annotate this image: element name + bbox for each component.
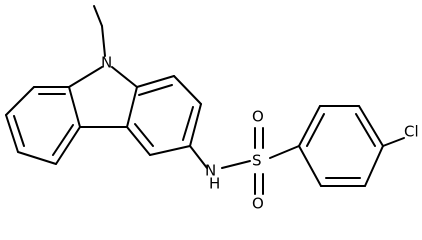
oxygen-top-label: O bbox=[252, 108, 264, 126]
chlorophenyl-double-2 bbox=[355, 113, 376, 147]
right-ring-bond-3 bbox=[189, 103, 202, 147]
hydrogen-label: H bbox=[209, 175, 220, 193]
oxygen-bottom-label: O bbox=[252, 195, 264, 213]
chlorophenyl-bond-4 bbox=[358, 105, 384, 147]
left-ring-bond-2 bbox=[5, 86, 35, 116]
left-ring-bond-4 bbox=[17, 151, 57, 165]
left-ring-double-2 bbox=[13, 115, 25, 147]
carbazole-n-left bbox=[68, 66, 103, 88]
chlorophenyl-bond-6 bbox=[298, 105, 321, 147]
bond-lines bbox=[5, 5, 405, 195]
nitrogen-to-sulfur-bond bbox=[221, 160, 251, 169]
right-ring-bond-5 bbox=[126, 126, 151, 156]
ethyl-bond-nitrogen bbox=[101, 25, 106, 57]
nitrogen-ring-label: N bbox=[101, 54, 112, 72]
left-ring-bond-3 bbox=[5, 114, 19, 153]
ethyl-bond-terminal bbox=[93, 5, 103, 27]
carbazole-n-right bbox=[111, 66, 138, 88]
aryl-to-chlorine-bond bbox=[382, 137, 405, 147]
atom-labels: N N H S O O Cl bbox=[101, 54, 419, 213]
left-ring-bond-5 bbox=[55, 126, 81, 165]
right-ring-bond-4 bbox=[149, 145, 191, 156]
chlorophenyl-bond-3 bbox=[364, 145, 384, 187]
chlorophenyl-bond-1 bbox=[298, 145, 322, 187]
right-ring-double-2 bbox=[182, 106, 194, 141]
sulfur-label: S bbox=[252, 152, 262, 170]
nitrogen-amide-label: N bbox=[205, 162, 216, 180]
chlorophenyl-double-3 bbox=[306, 113, 325, 147]
chemical-structure: N N H S O O Cl bbox=[5, 5, 419, 213]
right-ring-double-1 bbox=[138, 84, 173, 96]
carbazole-left-ring-bond bbox=[68, 86, 81, 128]
sulfur-to-aryl-bond bbox=[269, 145, 300, 159]
right-ring-double-3 bbox=[134, 123, 154, 147]
left-ring-double-3 bbox=[52, 124, 74, 156]
carbazole-right-ring-bond bbox=[126, 86, 138, 128]
aryl-to-nitrogen-bond bbox=[189, 145, 208, 169]
right-ring-bond-2 bbox=[173, 75, 202, 105]
right-ring-bond-1 bbox=[136, 75, 175, 88]
chlorine-label: Cl bbox=[404, 123, 419, 141]
